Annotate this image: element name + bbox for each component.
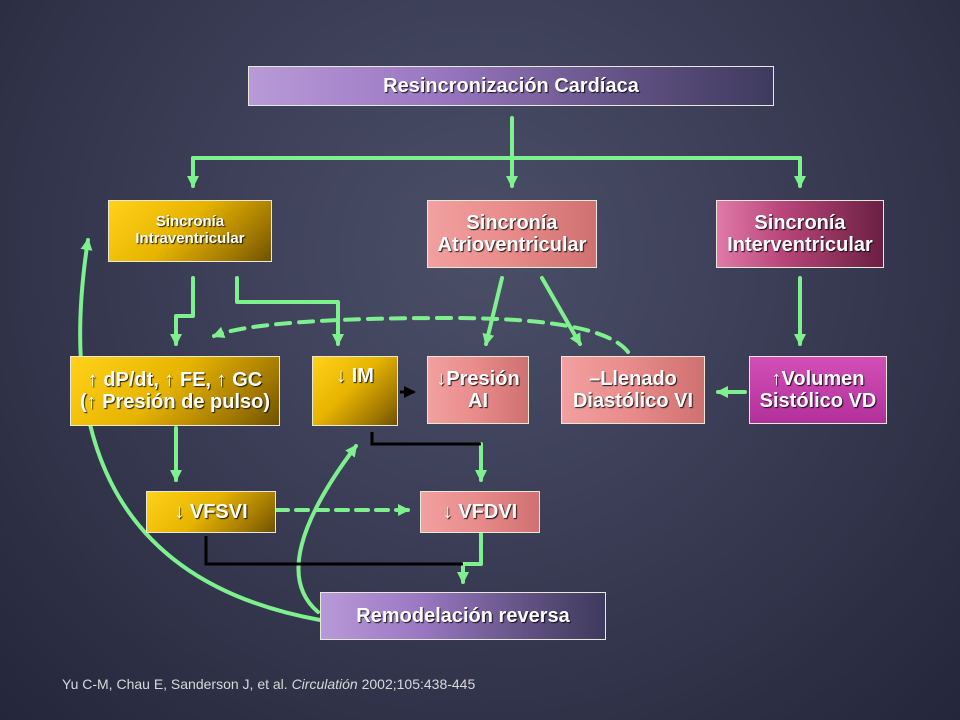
box-sincronia-intraventricular: Sincronía Intraventricular <box>108 200 272 262</box>
title-resincronizacion: Resincronización Cardíaca <box>248 66 774 106</box>
im-label: ↓ IM <box>336 365 374 387</box>
arrow-intra-to-dpdt <box>170 276 195 346</box>
arrow-remodelacion-to-intra <box>78 238 322 622</box>
atrio-line1: Sincronía <box>466 211 558 234</box>
box-im: ↓ IM <box>312 356 398 426</box>
volumen-line1: ↑Volumen <box>771 367 865 390</box>
box-sincronia-interventricular: Sincronía Interventricular <box>716 200 884 268</box>
arrow-title-to-sincronia <box>191 116 802 186</box>
title-text: Resincronización Cardíaca <box>383 74 639 97</box>
citation-authors: Yu C-M, Chau E, Sanderson J, et al. <box>62 676 288 692</box>
arrow-remodelacion-to-im <box>296 444 358 614</box>
arrow-llenado-to-dpdt-dashed <box>212 316 630 354</box>
vfdvi-label: ↓ VFDVI <box>442 500 518 523</box>
presion-line2: AI <box>468 390 488 412</box>
box-presion-ai: ↓Presión AI <box>427 356 529 424</box>
box-dpdt: ↑ dP/dt, ↑ FE, ↑ GC (↑ Presión de pulso) <box>70 356 280 426</box>
box-remodelacion-reversa: Remodelación reversa <box>320 592 606 640</box>
intra-line2: Intraventricular <box>135 230 245 247</box>
citation-details: 2002;105:438-445 <box>361 676 476 692</box>
box-llenado-diastolico: –Llenado Diastólico VI <box>561 356 705 424</box>
arrow-intra-to-im <box>235 276 344 346</box>
box-vfdvi: ↓ VFDVI <box>420 491 540 533</box>
dpdt-line2: (↑ Presión de pulso) <box>79 391 271 413</box>
atrio-line2: Atrioventricular <box>437 234 587 256</box>
arrow-vfdvi-to-remodelacion <box>457 532 483 584</box>
presion-line1: ↓Presión <box>436 367 520 390</box>
vfsvi-label: ↓ VFSVI <box>174 500 248 523</box>
inter-line2: Interventricular <box>727 234 873 256</box>
box-volumen-sistolico: ↑Volumen Sistólico VD <box>749 356 887 424</box>
box-vfsvi: ↓ VFSVI <box>146 491 276 533</box>
inter-line1: Sincronía <box>754 211 846 234</box>
connector-vfsvi-remodelacion <box>204 536 463 566</box>
llenado-line1: –Llenado <box>589 367 677 390</box>
box-sincronia-atrioventricular: Sincronía Atrioventricular <box>427 200 597 268</box>
volumen-line2: Sistólico VD <box>759 390 877 412</box>
citation-journal: Circulatión <box>291 676 358 692</box>
citation: Yu C-M, Chau E, Sanderson J, et al. Circ… <box>62 676 475 692</box>
intra-line1: Sincronía <box>155 213 225 231</box>
arrow-atrio-to-presion <box>482 276 504 346</box>
remodelacion-label: Remodelación reversa <box>356 604 570 627</box>
arrow-atrio-to-llenado <box>540 276 582 346</box>
llenado-line2: Diastólico VI <box>572 390 694 412</box>
connector-im-presion <box>370 432 481 446</box>
dpdt-line1: ↑ dP/dt, ↑ FE, ↑ GC <box>87 368 263 391</box>
